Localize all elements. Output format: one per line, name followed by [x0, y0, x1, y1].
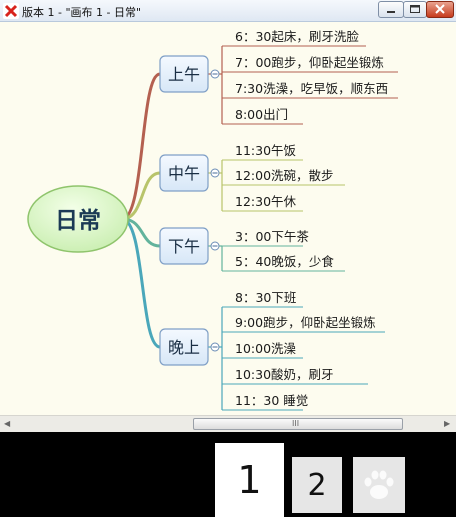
mind-map-canvas[interactable]: 日常 上午 6：30起床，刷牙洗脸 7：00跑步，仰卧起坐锻炼 7:30洗澡，吃早饭，顺… — [0, 22, 456, 415]
subtopic-label[interactable]: 6：30起床，刷牙洗脸 — [235, 29, 359, 44]
branch-topic-label: 中午 — [168, 164, 200, 183]
subtopic-label[interactable]: 11:30午饭 — [235, 143, 297, 158]
branch-topic[interactable] — [159, 154, 209, 192]
minimize-button[interactable] — [378, 1, 404, 18]
horizontal-scrollbar[interactable]: ◀ III ▶ — [0, 415, 456, 432]
scroll-thumb[interactable]: III — [193, 418, 403, 430]
subtopic-label[interactable]: 5：40晚饭，少食 — [235, 254, 334, 269]
subtopic-label[interactable]: 10:00洗澡 — [235, 341, 297, 356]
branch-topic[interactable] — [159, 227, 209, 265]
close-icon — [435, 4, 445, 14]
subtopic-label[interactable]: 12:00洗碗，散步 — [235, 168, 334, 183]
title-bar[interactable]: 版本 1 - "画布 1 - 日常" — [0, 0, 456, 22]
window-title: 版本 1 - "画布 1 - 日常" — [22, 6, 142, 19]
subtopic-label[interactable]: 11：30 睡觉 — [235, 393, 308, 408]
page-1-thumbnail[interactable]: 1 — [215, 443, 284, 517]
minimize-icon — [387, 11, 395, 13]
page-strip: 1 2 — [0, 432, 456, 517]
branch-topic-label: 下午 — [168, 237, 200, 256]
paw-watermark-icon — [364, 470, 394, 499]
central-topic[interactable] — [27, 185, 129, 253]
xmind-x-icon — [3, 3, 19, 19]
subtopic-label[interactable]: 9:00跑步，仰卧起坐锻炼 — [235, 315, 376, 330]
maximize-button[interactable] — [403, 1, 427, 18]
scroll-right-arrow-icon[interactable]: ▶ — [444, 419, 451, 428]
subtopic-label[interactable]: 7:30洗澡，吃早饭，顺东西 — [235, 81, 388, 96]
subtopic-label[interactable]: 10:30酸奶，刷牙 — [235, 367, 334, 382]
maximize-icon — [410, 5, 420, 13]
branch-connector — [120, 72, 162, 221]
xmind-window: 版本 1 - "画布 1 - 日常" 日常 上午 6：30起床，刷牙洗脸 7：00跑步… — [0, 0, 456, 432]
subtopic-label[interactable]: 3：00下午茶 — [235, 229, 309, 244]
subtopic-label[interactable]: 7：00跑步，仰卧起坐锻炼 — [235, 55, 384, 70]
central-topic-label: 日常 — [55, 208, 101, 234]
branch-topic-label: 上午 — [168, 65, 200, 84]
close-button[interactable] — [426, 1, 454, 18]
page-2-thumbnail[interactable]: 2 — [292, 457, 342, 513]
branch-topic[interactable] — [159, 328, 209, 366]
subtopic-label[interactable]: 8：30下班 — [235, 290, 296, 305]
scroll-left-arrow-icon[interactable]: ◀ — [4, 419, 11, 428]
page-3-thumbnail[interactable] — [353, 457, 405, 513]
subtopic-label[interactable]: 8:00出门 — [235, 107, 288, 122]
branch-topic[interactable] — [159, 55, 209, 93]
scroll-grip: III — [292, 419, 300, 428]
subtopic-label[interactable]: 12:30午休 — [235, 194, 297, 209]
branch-topic-label: 晚上 — [168, 338, 200, 357]
branch-connector — [120, 217, 162, 349]
